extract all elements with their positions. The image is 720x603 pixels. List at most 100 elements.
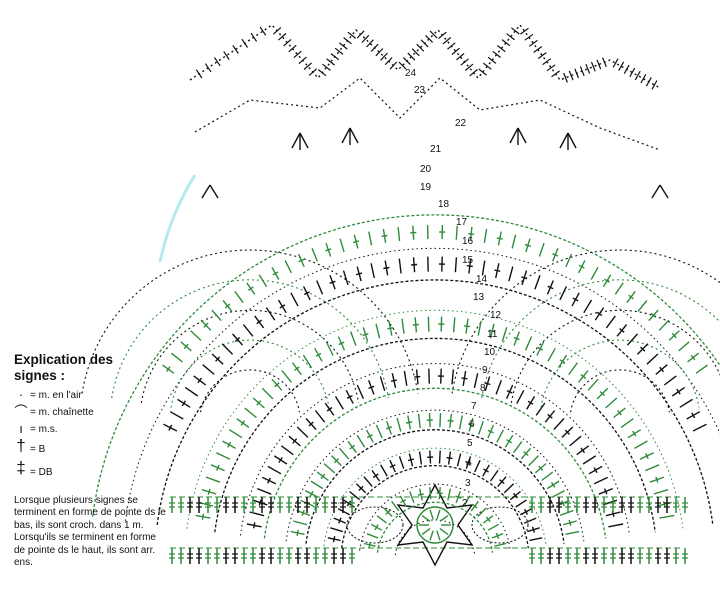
stitch-mark (489, 469, 499, 482)
row-stitch (601, 548, 607, 564)
stitch-mark (350, 331, 357, 346)
stitch-mark (401, 318, 405, 334)
stitch-mark (410, 225, 417, 240)
stitch-mark (411, 48, 420, 57)
round-arc (240, 363, 630, 536)
stitch-mark (501, 39, 511, 47)
stitch-mark (451, 369, 455, 385)
cyan-smudge (158, 174, 197, 263)
stitch-mark (333, 517, 347, 524)
row-stitch (313, 497, 319, 513)
stitch-mark (605, 397, 618, 409)
stitch-mark (417, 413, 421, 428)
stitch-mark (246, 282, 256, 295)
round-number-label: 3 (465, 478, 471, 489)
outer-zigzag-border (189, 23, 661, 89)
round-number-label: 16 (462, 236, 474, 247)
stitch-mark (568, 362, 579, 376)
round-number-label: 20 (420, 164, 432, 175)
round-number-label: 5 (467, 438, 473, 449)
stitch-mark (585, 63, 591, 74)
stitch-mark (222, 440, 236, 450)
stitch-mark (470, 500, 479, 512)
stitch-mark (303, 62, 312, 70)
stitch-mark (439, 413, 442, 428)
stitch-mark (508, 266, 514, 282)
row-stitch (682, 497, 688, 513)
stitch-mark (456, 453, 462, 467)
legend-title-line2: signes : (14, 368, 66, 383)
row-stitch (322, 548, 328, 564)
stitch-mark (417, 488, 424, 501)
stitch-mark (544, 410, 556, 423)
stitch-mark (579, 66, 585, 77)
stitch-mark (483, 228, 488, 243)
stitch-mark (254, 315, 265, 329)
stitch-mark (366, 533, 379, 539)
stitch-mark (414, 369, 421, 385)
stitch-mark (356, 384, 365, 399)
stitch-mark (375, 48, 384, 57)
stitch-mark (379, 376, 386, 392)
stitch-mark (536, 341, 545, 356)
round-arc (305, 429, 565, 544)
stitch-mark (513, 440, 523, 454)
stitch-mark (695, 364, 708, 374)
row-stitch (304, 548, 310, 564)
stitch-mark (216, 452, 231, 460)
stitch-mark (214, 57, 221, 67)
round-number-label: 8 (480, 383, 486, 394)
stitch-mark (184, 386, 199, 397)
row-stitch (673, 548, 679, 564)
stitch-mark (411, 257, 418, 273)
stitch-mark (582, 455, 597, 465)
stitch-mark (520, 27, 529, 35)
stitch-mark (425, 34, 434, 43)
stitch-mark (252, 397, 265, 409)
stitch-mark (200, 319, 212, 331)
stitch-mark (482, 464, 490, 477)
center-spoke (421, 515, 431, 523)
row-stitch (286, 497, 292, 513)
stitch-mark (283, 38, 292, 47)
stitch-mark (678, 341, 690, 352)
row-stitch (169, 497, 175, 513)
center-spoke (436, 509, 441, 520)
stitch-mark (474, 459, 481, 473)
stitch-mark (526, 526, 540, 533)
stitch-mark (620, 418, 634, 428)
stitch-mark (663, 375, 677, 386)
stitch-mark (429, 487, 432, 500)
stitch-mark (447, 42, 456, 50)
stitch-mark (267, 465, 282, 475)
row-stitch (250, 548, 256, 564)
stitch-mark (180, 341, 192, 352)
stitch-mark (383, 260, 390, 276)
stitch-mark (390, 373, 398, 389)
stitch-mark (314, 347, 323, 362)
stitch-mark (497, 476, 507, 488)
stitch-mark (389, 61, 398, 70)
stitch-mark (418, 451, 423, 465)
stitch-mark (376, 515, 387, 524)
stitch-mark (515, 499, 527, 508)
round-number-label: 17 (456, 217, 468, 228)
stitch-mark (568, 70, 574, 81)
stitch-mark (551, 70, 560, 78)
stitch-mark (468, 226, 475, 242)
row-stitch (538, 497, 544, 513)
stitch-mark (334, 47, 344, 55)
chain-stitch-icon: · (18, 387, 24, 402)
stitch-mark (464, 63, 474, 71)
stitch-mark (519, 508, 533, 516)
stitch-mark (561, 426, 574, 438)
stitch-mark (330, 53, 340, 61)
legend-label: = m.s. (30, 424, 58, 435)
row-stitch (331, 548, 337, 564)
row-stitch (259, 548, 265, 564)
legend-label: = B (30, 444, 46, 455)
stitch-mark (162, 364, 175, 374)
stitch-mark (290, 529, 305, 537)
stitch-mark (316, 280, 324, 295)
stitch-mark (458, 415, 463, 430)
